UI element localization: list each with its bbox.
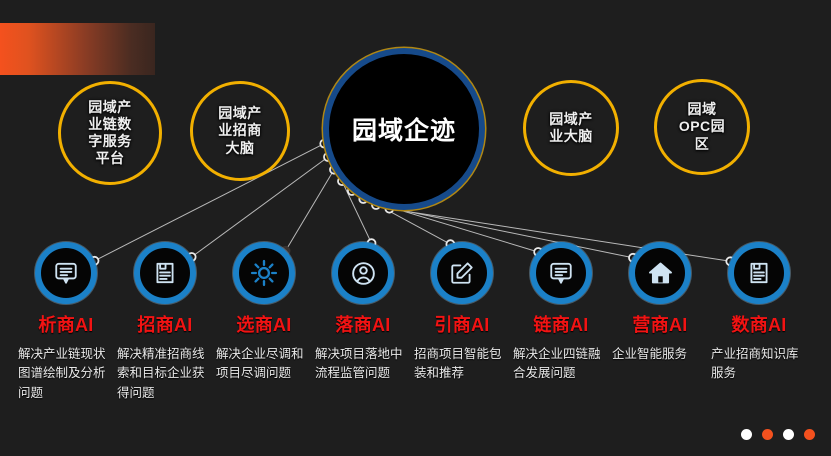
ai-node-label: 链商AI	[533, 315, 589, 335]
speech-bubble-lines-icon	[548, 260, 574, 286]
central-hub-circle[interactable]: 园域企迹	[323, 48, 485, 210]
satellite-bubble-label: 园域产 业大脑	[549, 110, 593, 144]
ai-node-3[interactable]: 选商AI 解决企业尽调和项目尽调问题	[210, 242, 318, 384]
orange-gradient-banner	[0, 23, 155, 75]
pagination-dot-3[interactable]	[783, 429, 794, 440]
speech-bubble-lines-icon	[53, 260, 79, 286]
ai-node-icon-ring[interactable]	[431, 242, 493, 304]
ai-node-description: 解决项目落地中流程监管问题	[315, 347, 403, 381]
pagination-dot-2[interactable]	[762, 429, 773, 440]
ai-node-icon-ring[interactable]	[134, 242, 196, 304]
satellite-bubble-2[interactable]: 园域产 业招商 大脑	[190, 81, 290, 181]
ai-node-icon-ring[interactable]	[530, 242, 592, 304]
ai-node-4[interactable]: 落商AI 解决项目落地中流程监管问题	[309, 242, 417, 384]
ai-node-label: 招商AI	[137, 315, 193, 335]
ai-node-2[interactable]: 招商AI 解决精准招商线索和目标企业获得问题	[111, 242, 219, 403]
ai-node-description: 产业招商知识库服务	[711, 347, 799, 381]
ai-node-description: 解决精准招商线索和目标企业获得问题	[117, 347, 205, 400]
user-circle-icon	[350, 260, 377, 287]
ai-node-description: 企业智能服务	[612, 347, 688, 361]
gear-icon	[250, 259, 278, 287]
pagination-dots[interactable]	[741, 429, 815, 440]
pagination-dot-4[interactable]	[804, 429, 815, 440]
ai-node-6[interactable]: 链商AI 解决企业四链融合发展问题	[507, 242, 615, 384]
ai-node-label: 落商AI	[335, 315, 391, 335]
satellite-bubble-label: 园域 OPC园 区	[678, 101, 726, 152]
ai-node-7[interactable]: 营商AI 企业智能服务	[606, 242, 714, 364]
ai-node-label: 营商AI	[632, 315, 688, 335]
ai-node-label: 数商AI	[731, 315, 787, 335]
ai-node-description: 招商项目智能包装和推荐	[414, 347, 502, 381]
clipboard-lines-icon	[746, 260, 772, 286]
ai-node-5[interactable]: 引商AI 招商项目智能包装和推荐	[408, 242, 516, 384]
pagination-dot-1[interactable]	[741, 429, 752, 440]
satellite-bubble-1[interactable]: 园域产 业链数 字服务 平台	[58, 81, 162, 185]
ai-node-icon-ring[interactable]	[35, 242, 97, 304]
ai-node-label: 引商AI	[434, 315, 490, 335]
ai-node-8[interactable]: 数商AI 产业招商知识库服务	[705, 242, 813, 384]
satellite-bubble-label: 园域产 业招商 大脑	[218, 105, 262, 156]
satellite-bubble-3[interactable]: 园域产 业大脑	[523, 80, 619, 176]
ai-node-description: 解决产业链现状图谱绘制及分析问题	[18, 347, 106, 400]
connector-line	[285, 169, 335, 252]
central-hub-title: 园域企迹	[351, 117, 456, 145]
ai-node-description: 解决企业尽调和项目尽调问题	[216, 347, 304, 381]
ai-node-1[interactable]: 析商AI 解决产业链现状图谱绘制及分析问题	[12, 242, 120, 403]
clipboard-lines-icon	[152, 260, 178, 286]
ai-node-description: 解决企业四链融合发展问题	[513, 347, 601, 381]
ai-node-icon-ring[interactable]	[233, 242, 295, 304]
satellite-bubble-4[interactable]: 园域 OPC园 区	[654, 79, 750, 175]
ai-node-icon-ring[interactable]	[728, 242, 790, 304]
satellite-bubble-label: 园域产 业链数 字服务 平台	[88, 98, 132, 167]
home-icon	[647, 260, 674, 287]
edit-square-icon	[449, 260, 475, 286]
ai-node-label: 选商AI	[236, 315, 292, 335]
ai-node-icon-ring[interactable]	[629, 242, 691, 304]
ai-node-icon-ring[interactable]	[332, 242, 394, 304]
ai-node-label: 析商AI	[38, 315, 94, 335]
